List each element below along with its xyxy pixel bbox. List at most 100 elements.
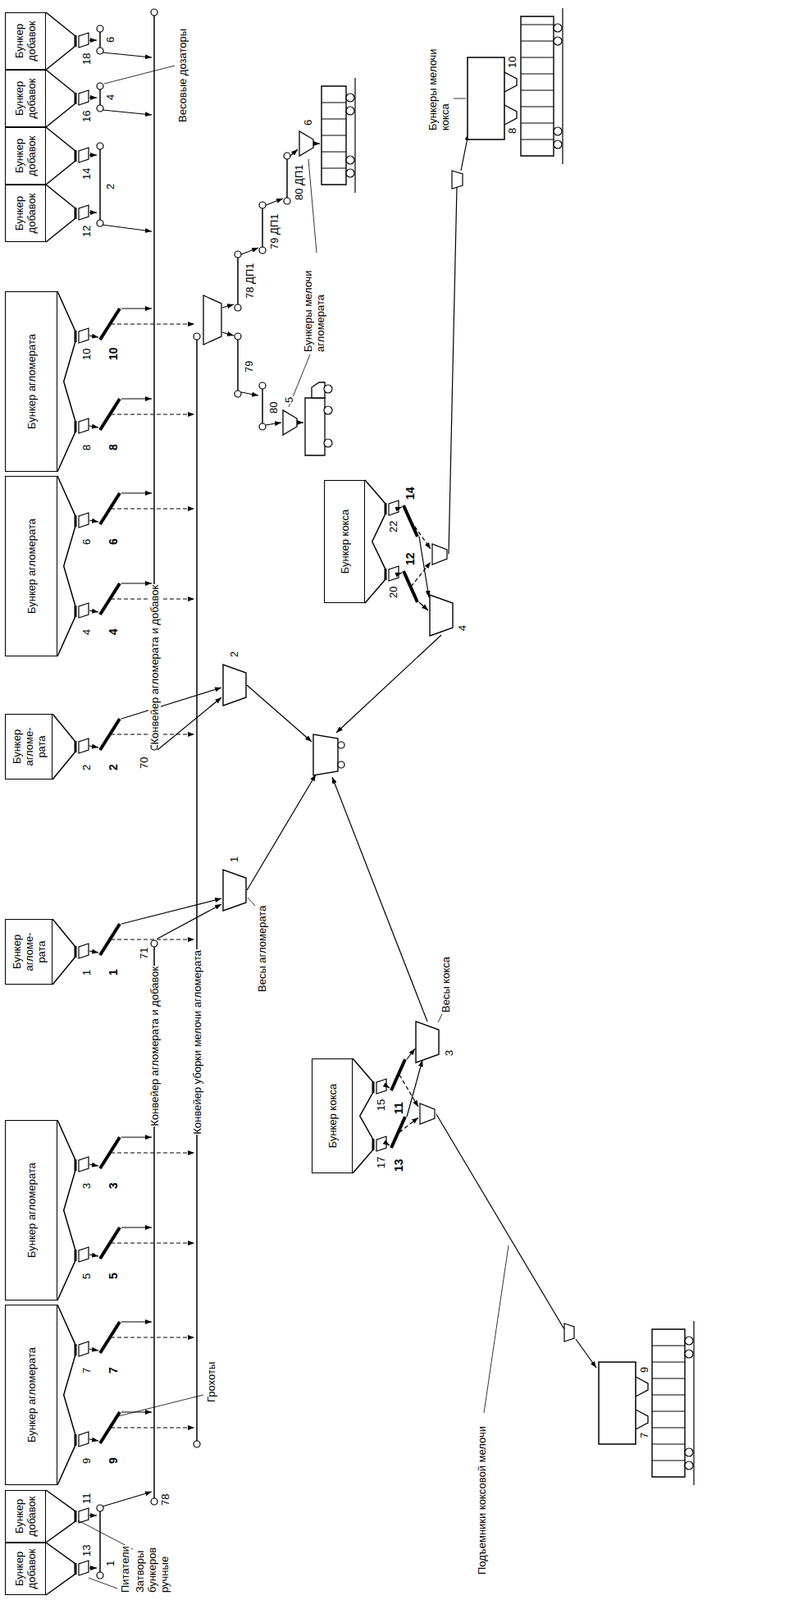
bunker-box: Бункер агломерата — [4, 1304, 58, 1485]
wagon-slat — [652, 1459, 685, 1461]
callout-number: 2 — [228, 650, 241, 658]
bunker-box: Бункер агломерата — [4, 475, 58, 657]
wagon-slat — [520, 24, 554, 26]
flow-arrow — [89, 520, 99, 522]
callout-number: 79 ДП1 — [268, 213, 281, 251]
callout-number: 1 — [104, 1559, 117, 1567]
roller — [96, 142, 104, 150]
bunker-box: Бункер добавок — [4, 127, 46, 185]
callout-number: 11 — [80, 1491, 93, 1506]
bunker-hopper — [45, 184, 76, 242]
roller — [193, 1440, 201, 1447]
roller — [234, 304, 242, 311]
skip-wheel — [337, 741, 345, 749]
bunker-label: Бункер кокса — [338, 509, 352, 574]
feeder — [78, 738, 89, 753]
wagon-slat — [321, 168, 347, 169]
hand-gate — [74, 150, 78, 162]
callout-number: 80 — [267, 401, 280, 415]
callout-number: 16 — [80, 109, 93, 124]
wagon-wheel — [553, 127, 562, 136]
hand-gate — [74, 1158, 78, 1171]
conveyor-belt — [196, 336, 198, 1444]
bunker-label: Бункер добавок — [13, 72, 38, 124]
roller — [283, 197, 291, 205]
feeder — [78, 602, 89, 618]
conveyor-label: Конвейер агломерата и добавок — [148, 583, 161, 746]
callout-label: Питатели — [118, 1544, 132, 1593]
truck-body — [305, 397, 325, 456]
feeder — [78, 32, 89, 48]
flow-arrow — [419, 602, 429, 611]
screen — [403, 570, 418, 603]
flow-arrow — [89, 1438, 99, 1441]
flow-arrow — [89, 1163, 99, 1166]
flow-arrow — [89, 950, 99, 953]
bunker-box: Бункер агломе- рата — [4, 713, 53, 780]
callout-number: 17 — [374, 1155, 388, 1169]
flow-arrow — [246, 684, 312, 742]
wagon-slat — [520, 57, 554, 59]
bunker-hopper — [57, 1119, 76, 1301]
callout-number: 6 — [301, 118, 315, 127]
roller — [234, 250, 242, 258]
skip-hoist — [448, 187, 457, 554]
hand-gate — [74, 35, 78, 47]
fines-flow — [110, 323, 195, 324]
wagon-wheel — [684, 1336, 694, 1345]
fines-flow — [110, 413, 195, 415]
flow-arrow — [157, 903, 222, 939]
split-hopper — [203, 295, 222, 345]
hand-gate — [74, 330, 78, 343]
bunker-hopper — [45, 1489, 76, 1542]
callout-number: 4 — [104, 93, 117, 101]
flow-arrow — [121, 582, 152, 584]
hand-gate — [74, 92, 78, 105]
feeder — [78, 943, 89, 958]
truck-wheel — [323, 438, 333, 448]
wagon-slat — [520, 90, 554, 92]
callout-number: 4 — [80, 628, 93, 636]
flow-arrow — [121, 307, 152, 309]
callout-number: 10 — [106, 346, 120, 361]
leader-line — [247, 897, 256, 906]
bunker-label: Бункер добавок — [13, 130, 38, 182]
truck-cab — [311, 382, 325, 398]
rail — [354, 77, 356, 193]
callout-number: 70 — [137, 756, 151, 770]
weigher — [415, 1021, 439, 1063]
bunker-hopper — [57, 1304, 76, 1485]
leader-line — [483, 1245, 509, 1413]
bunker-label: Бункер агломерата — [25, 1162, 38, 1258]
callout-label: Грохоты — [205, 1360, 218, 1403]
flow-arrow — [89, 211, 97, 213]
feeder — [78, 147, 89, 163]
fines-bunker — [299, 131, 314, 156]
feeder — [78, 205, 89, 220]
conveyor-belt — [261, 385, 264, 427]
flow-arrow — [121, 898, 222, 924]
bunker-label: Бункер агломерата — [25, 518, 38, 614]
feeder — [388, 565, 399, 581]
fines-hopper — [432, 543, 448, 565]
bunker-box: Бункер агломерата — [4, 291, 58, 472]
bunker-hopper — [45, 12, 76, 70]
callout-number: 18 — [80, 52, 93, 66]
callout-number: 14 — [403, 485, 417, 501]
hand-gate — [384, 568, 388, 580]
leader-line — [104, 65, 175, 84]
hand-gate — [74, 1562, 78, 1574]
flow-arrow — [89, 154, 97, 156]
callout-number: 6 — [80, 538, 93, 546]
screen — [100, 492, 120, 525]
bunker-hopper — [57, 291, 76, 472]
bunker-label: Бункер агломерата — [25, 1346, 38, 1442]
flow-arrow — [121, 687, 222, 719]
callout-number: 1 — [80, 968, 93, 977]
bunker-box: Бункер добавок — [4, 1541, 46, 1595]
callout-number: 6 — [104, 36, 117, 44]
flow-arrow — [314, 142, 320, 144]
wagon-wheel — [346, 168, 355, 178]
flow-arrow — [121, 1320, 152, 1322]
